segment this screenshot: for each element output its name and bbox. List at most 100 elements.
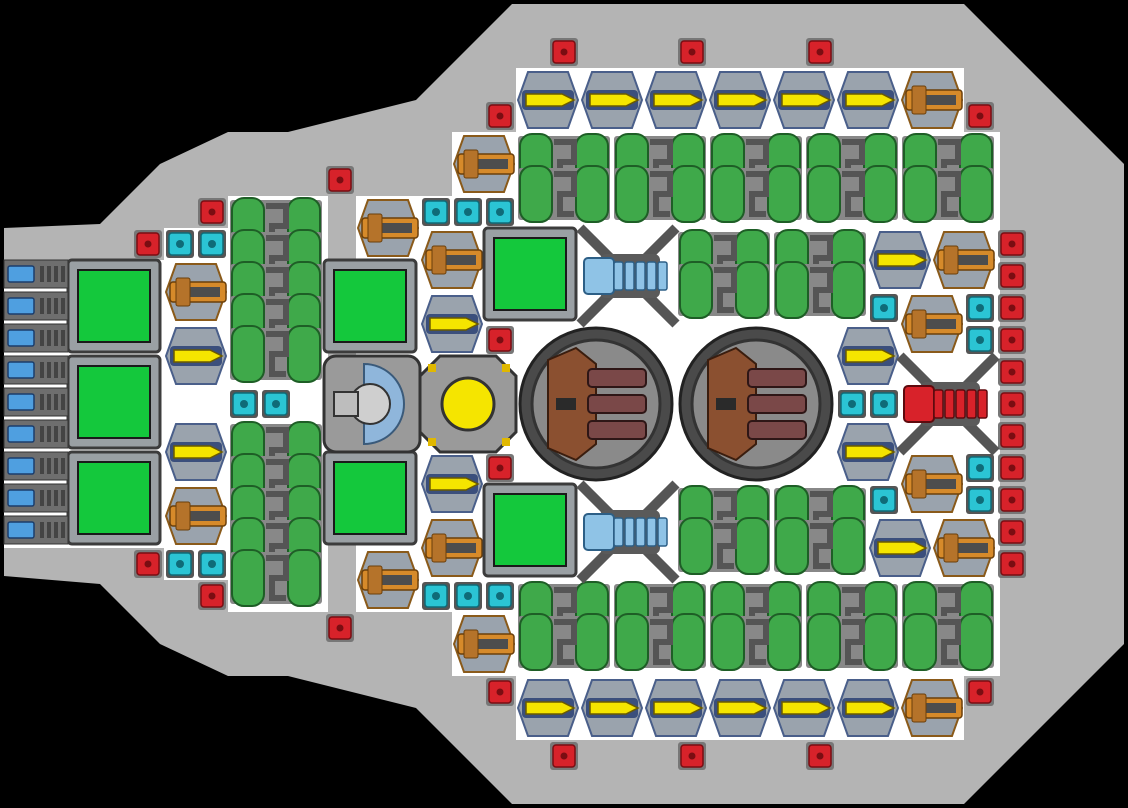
armor-block[interactable] <box>134 230 162 258</box>
shield-node[interactable] <box>198 230 226 258</box>
armor-block[interactable] <box>678 38 706 66</box>
orange-cannon-turret[interactable] <box>420 231 484 289</box>
orange-cannon-turret[interactable] <box>932 231 996 289</box>
shield-node[interactable] <box>870 294 898 322</box>
main-battery-turret[interactable] <box>678 326 834 482</box>
armor-block[interactable] <box>550 38 578 66</box>
armor-block[interactable] <box>326 614 354 642</box>
green-storage-bay[interactable] <box>66 258 162 354</box>
yellow-laser-turret[interactable] <box>836 423 900 481</box>
shield-node[interactable] <box>870 390 898 418</box>
armor-block[interactable] <box>998 422 1026 450</box>
yellow-laser-turret[interactable] <box>868 519 932 577</box>
armor-block[interactable] <box>486 454 514 482</box>
armor-block[interactable] <box>486 326 514 354</box>
armor-block[interactable] <box>998 550 1026 578</box>
green-storage-bay[interactable] <box>66 450 162 546</box>
orange-cannon-turret[interactable] <box>356 551 420 609</box>
orange-cannon-turret[interactable] <box>900 455 964 513</box>
armor-block[interactable] <box>998 390 1026 418</box>
orange-cannon-turret[interactable] <box>932 519 996 577</box>
green-storage-bay[interactable] <box>322 258 418 354</box>
shield-node[interactable] <box>838 390 866 418</box>
armor-block[interactable] <box>998 230 1026 258</box>
green-storage-bay[interactable] <box>482 482 578 578</box>
armor-block[interactable] <box>998 358 1026 386</box>
reactor-core[interactable] <box>418 354 518 454</box>
orange-cannon-turret[interactable] <box>164 263 228 321</box>
green-power-cell <box>678 517 770 575</box>
armor-block[interactable] <box>486 102 514 130</box>
shield-node[interactable] <box>486 198 514 226</box>
main-battery-turret[interactable] <box>518 326 674 482</box>
shield-node[interactable] <box>262 390 290 418</box>
armor-block[interactable] <box>678 742 706 770</box>
yellow-laser-turret[interactable] <box>580 71 644 129</box>
yellow-laser-turret[interactable] <box>772 679 836 737</box>
armor-block[interactable] <box>998 486 1026 514</box>
orange-cannon-turret[interactable] <box>356 199 420 257</box>
yellow-laser-turret[interactable] <box>644 679 708 737</box>
shield-node[interactable] <box>454 582 482 610</box>
armor-block[interactable] <box>806 38 834 66</box>
orange-cannon-turret[interactable] <box>900 71 964 129</box>
ion-emitter[interactable] <box>576 224 680 328</box>
shield-node[interactable] <box>166 230 194 258</box>
orange-cannon-turret[interactable] <box>900 679 964 737</box>
shield-node[interactable] <box>966 454 994 482</box>
armor-block[interactable] <box>966 102 994 130</box>
shield-node[interactable] <box>166 550 194 578</box>
yellow-laser-turret[interactable] <box>164 327 228 385</box>
green-power-cell <box>614 613 706 671</box>
shield-node[interactable] <box>486 582 514 610</box>
armor-block[interactable] <box>198 198 226 226</box>
shield-node[interactable] <box>966 486 994 514</box>
yellow-laser-turret[interactable] <box>708 679 772 737</box>
yellow-laser-turret[interactable] <box>708 71 772 129</box>
armor-block[interactable] <box>998 518 1026 546</box>
yellow-laser-turret[interactable] <box>644 71 708 129</box>
shield-node[interactable] <box>870 486 898 514</box>
shield-node[interactable] <box>966 294 994 322</box>
orange-cannon-turret[interactable] <box>900 295 964 353</box>
shield-node[interactable] <box>454 198 482 226</box>
shield-node[interactable] <box>422 198 450 226</box>
shield-node[interactable] <box>422 582 450 610</box>
armor-block[interactable] <box>966 678 994 706</box>
yellow-laser-turret[interactable] <box>836 679 900 737</box>
yellow-laser-turret[interactable] <box>516 71 580 129</box>
armor-block[interactable] <box>998 294 1026 322</box>
thruster <box>3 387 69 417</box>
shield-node[interactable] <box>966 326 994 354</box>
yellow-laser-turret[interactable] <box>420 295 484 353</box>
armor-block[interactable] <box>550 742 578 770</box>
armor-block[interactable] <box>998 326 1026 354</box>
yellow-laser-turret[interactable] <box>772 71 836 129</box>
armor-block[interactable] <box>998 262 1026 290</box>
yellow-laser-turret[interactable] <box>516 679 580 737</box>
green-storage-bay[interactable] <box>322 450 418 546</box>
command-bridge[interactable] <box>322 354 422 454</box>
orange-cannon-turret[interactable] <box>452 615 516 673</box>
yellow-laser-turret[interactable] <box>580 679 644 737</box>
armor-block[interactable] <box>806 742 834 770</box>
orange-cannon-turret[interactable] <box>452 135 516 193</box>
armor-block[interactable] <box>326 166 354 194</box>
yellow-laser-turret[interactable] <box>836 327 900 385</box>
armor-block[interactable] <box>998 454 1026 482</box>
yellow-laser-turret[interactable] <box>164 423 228 481</box>
yellow-laser-turret[interactable] <box>836 71 900 129</box>
armor-block[interactable] <box>134 550 162 578</box>
ion-emitter[interactable] <box>576 480 680 584</box>
yellow-laser-turret[interactable] <box>868 231 932 289</box>
green-storage-bay[interactable] <box>66 354 162 450</box>
red-emitter[interactable] <box>896 352 1000 456</box>
armor-block[interactable] <box>486 678 514 706</box>
orange-cannon-turret[interactable] <box>420 519 484 577</box>
shield-node[interactable] <box>198 550 226 578</box>
green-storage-bay[interactable] <box>482 226 578 322</box>
shield-node[interactable] <box>230 390 258 418</box>
yellow-laser-turret[interactable] <box>420 455 484 513</box>
armor-block[interactable] <box>198 582 226 610</box>
orange-cannon-turret[interactable] <box>164 487 228 545</box>
